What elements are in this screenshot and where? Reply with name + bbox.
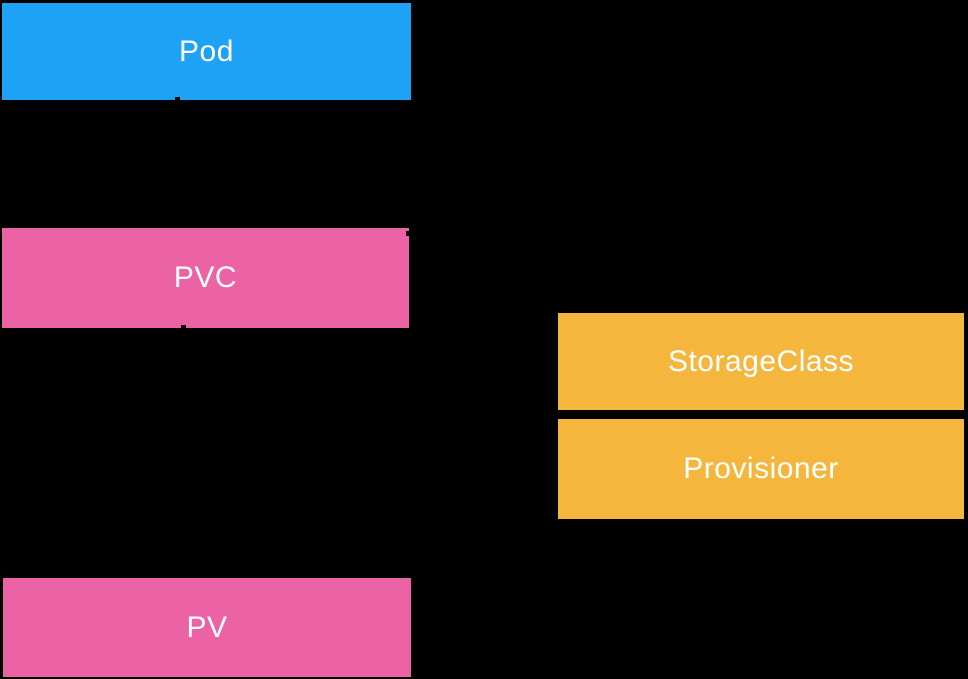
node-provisioner: Provisioner bbox=[558, 419, 964, 519]
node-pv-label: PV bbox=[186, 610, 228, 644]
node-provisioner-label: Provisioner bbox=[683, 452, 839, 485]
node-pvc-label: PVC bbox=[173, 261, 238, 294]
node-storageclass: StorageClass bbox=[558, 313, 964, 410]
node-pod-label: Pod bbox=[179, 34, 234, 68]
arrowhead-artifact-pvc-right bbox=[406, 231, 410, 236]
node-pod: Pod bbox=[2, 3, 411, 100]
node-pv: PV bbox=[3, 578, 411, 677]
arrowhead-artifact-pvc-bottom bbox=[181, 325, 186, 329]
arrowhead-artifact-pod-bottom bbox=[175, 97, 180, 100]
node-storageclass-label: StorageClass bbox=[667, 344, 855, 378]
node-pvc: PVC bbox=[2, 228, 409, 328]
